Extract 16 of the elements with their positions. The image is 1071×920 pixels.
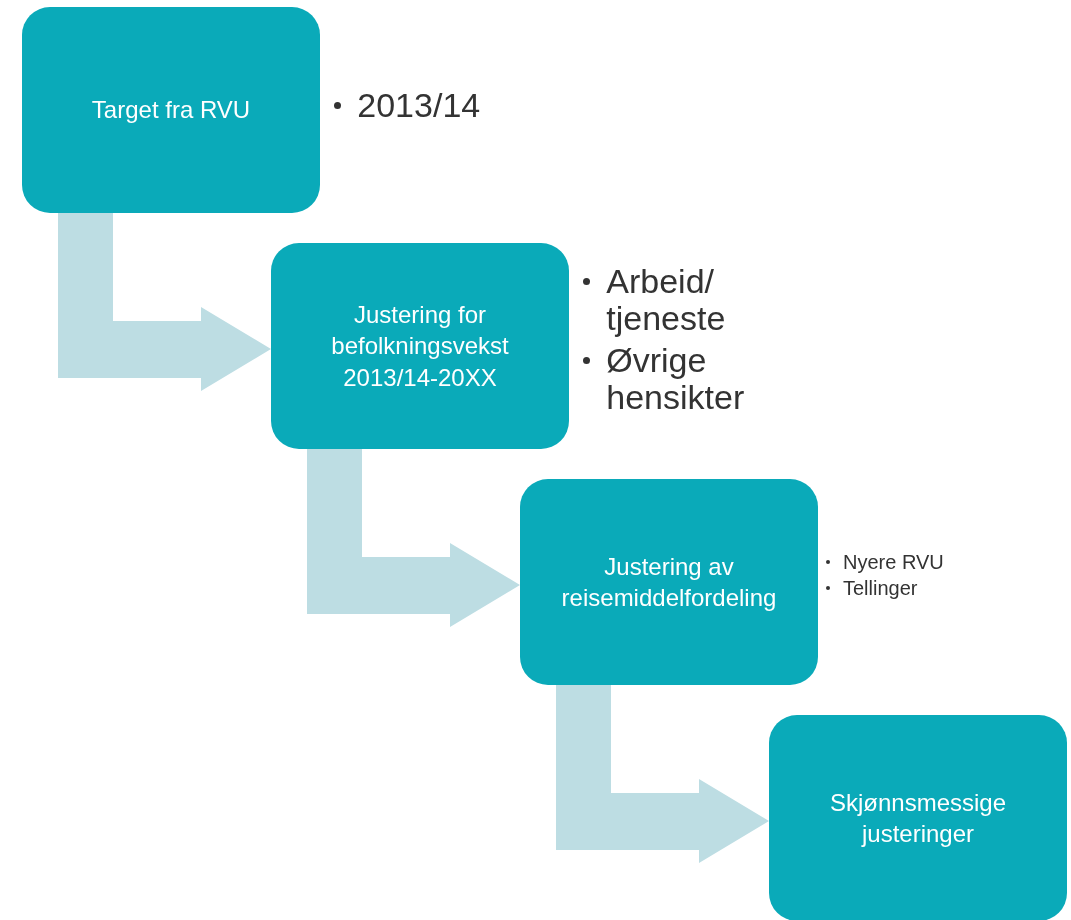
- bullet-text: Arbeid/ tjeneste: [606, 263, 727, 338]
- bullet-text: Øvrige hensikter: [606, 341, 746, 417]
- bullet-text: 2013/14: [357, 87, 481, 125]
- process-box: [769, 715, 1067, 920]
- bullet-text: Nyere RVU: [843, 551, 944, 573]
- process-box: [22, 7, 320, 213]
- box-label: Justering av reisemiddelfordeling: [560, 551, 778, 613]
- box-label: Justering for befolkningsvekst 2013/14-20XX: [330, 300, 510, 393]
- box-label: Target fra RVU: [91, 95, 251, 126]
- bent-arrow: [307, 449, 520, 627]
- box-label: Skjønnsmessige justeringer: [828, 787, 1008, 849]
- bent-arrow: [58, 213, 271, 391]
- bullet-text: Tellinger: [843, 577, 918, 599]
- bent-arrow: [556, 685, 769, 863]
- process-box: [271, 243, 569, 449]
- process-box: [520, 479, 818, 685]
